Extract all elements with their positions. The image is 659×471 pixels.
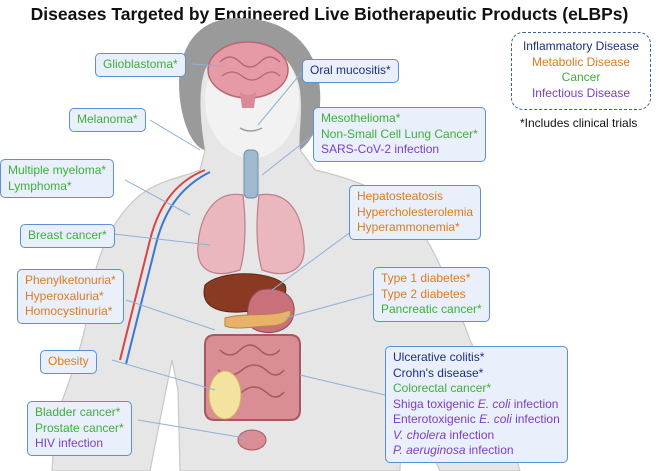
type1-diabetes-label: Type 1 diabetes*	[381, 271, 471, 285]
label-box-blood-cancers: Multiple myeloma* Lymphoma*	[0, 159, 115, 198]
label-box-lung: Mesothelioma* Non-Small Cell Lung Cancer…	[313, 107, 486, 162]
legend: Inflammatory Disease Metabolic Disease C…	[511, 32, 651, 110]
pancreas-organ	[224, 309, 291, 329]
etec-infection-label: Enterotoxigenic E. coli infection	[393, 412, 560, 426]
phenylketonuria-label: Phenylketonuria*	[25, 273, 116, 287]
p-aeruginosa-infection-label: P. aeruginosa infection	[393, 443, 514, 457]
legend-metabolic: Metabolic Disease	[531, 54, 631, 69]
label-box-urogenital: Bladder cancer* Prostate cancer* HIV inf…	[27, 401, 132, 456]
glioblastoma-label: Glioblastoma*	[103, 57, 178, 71]
label-box-breast-cancer: Breast cancer*	[20, 224, 115, 248]
trachea	[243, 149, 259, 199]
legend-cancer: Cancer	[561, 70, 601, 84]
bladder-cancer-label: Bladder cancer*	[35, 405, 121, 419]
homocystinuria-label: Homocystinuria*	[25, 304, 113, 318]
colorectal-cancer-label: Colorectal cancer*	[393, 381, 492, 395]
label-box-liver: Hepatosteatosis Hypercholesterolemia Hyp…	[349, 185, 482, 240]
lungs-organ	[197, 193, 305, 275]
label-box-amino-acid: Phenylketonuria* Hyperoxaluria* Homocyst…	[17, 269, 124, 324]
hyperoxaluria-label: Hyperoxaluria*	[25, 288, 104, 303]
label-box-glioblastoma: Glioblastoma*	[95, 53, 186, 77]
pancreatic-cancer-label: Pancreatic cancer*	[381, 302, 482, 316]
label-box-pancreas: Type 1 diabetes* Type 2 diabetes Pancrea…	[373, 267, 490, 322]
adipose-tissue	[208, 370, 242, 420]
obesity-label: Obesity	[48, 354, 89, 368]
legend-infectious: Infectious Disease	[531, 85, 631, 100]
mesothelioma-label: Mesothelioma*	[321, 111, 401, 125]
clinical-trials-footnote: *Includes clinical trials	[520, 116, 638, 130]
breast-cancer-label: Breast cancer*	[28, 228, 107, 242]
bladder-organ	[237, 429, 267, 451]
label-box-intestine: Ulcerative colitis* Crohn's disease* Col…	[385, 346, 568, 463]
lymphoma-label: Lymphoma*	[8, 178, 72, 193]
label-box-oral-mucositis: Oral mucositis*	[302, 59, 399, 83]
brain-organ	[207, 41, 289, 108]
crohns-disease-label: Crohn's disease*	[393, 365, 484, 380]
stec-infection-label: Shiga toxigenic E. coli infection	[393, 396, 559, 411]
mouth	[239, 127, 263, 132]
figure-title: Diseases Targeted by Engineered Live Bio…	[30, 4, 629, 24]
multiple-myeloma-label: Multiple myeloma*	[8, 163, 107, 177]
v-cholera-infection-label: V. cholera infection	[393, 427, 495, 442]
hypercholesterolemia-label: Hypercholesterolemia	[357, 204, 474, 219]
legend-inflammatory: Inflammatory Disease	[522, 39, 640, 53]
oral-mucositis-label: Oral mucositis*	[310, 63, 391, 77]
sars-cov-2-label: SARS-CoV-2 infection	[321, 142, 440, 156]
melanoma-label: Melanoma*	[77, 112, 138, 126]
ulcerative-colitis-label: Ulcerative colitis*	[393, 350, 485, 364]
label-box-melanoma: Melanoma*	[69, 108, 146, 132]
type2-diabetes-label: Type 2 diabetes	[381, 286, 466, 301]
hepatosteatosis-label: Hepatosteatosis	[357, 189, 444, 203]
label-box-obesity: Obesity	[40, 350, 97, 374]
arm-vessels	[119, 169, 211, 365]
prostate-cancer-label: Prostate cancer*	[35, 420, 124, 435]
hyperammonemia-label: Hyperammonemia*	[357, 220, 460, 234]
hiv-infection-label: HIV infection	[35, 436, 104, 450]
nsclc-label: Non-Small Cell Lung Cancer*	[321, 126, 478, 141]
